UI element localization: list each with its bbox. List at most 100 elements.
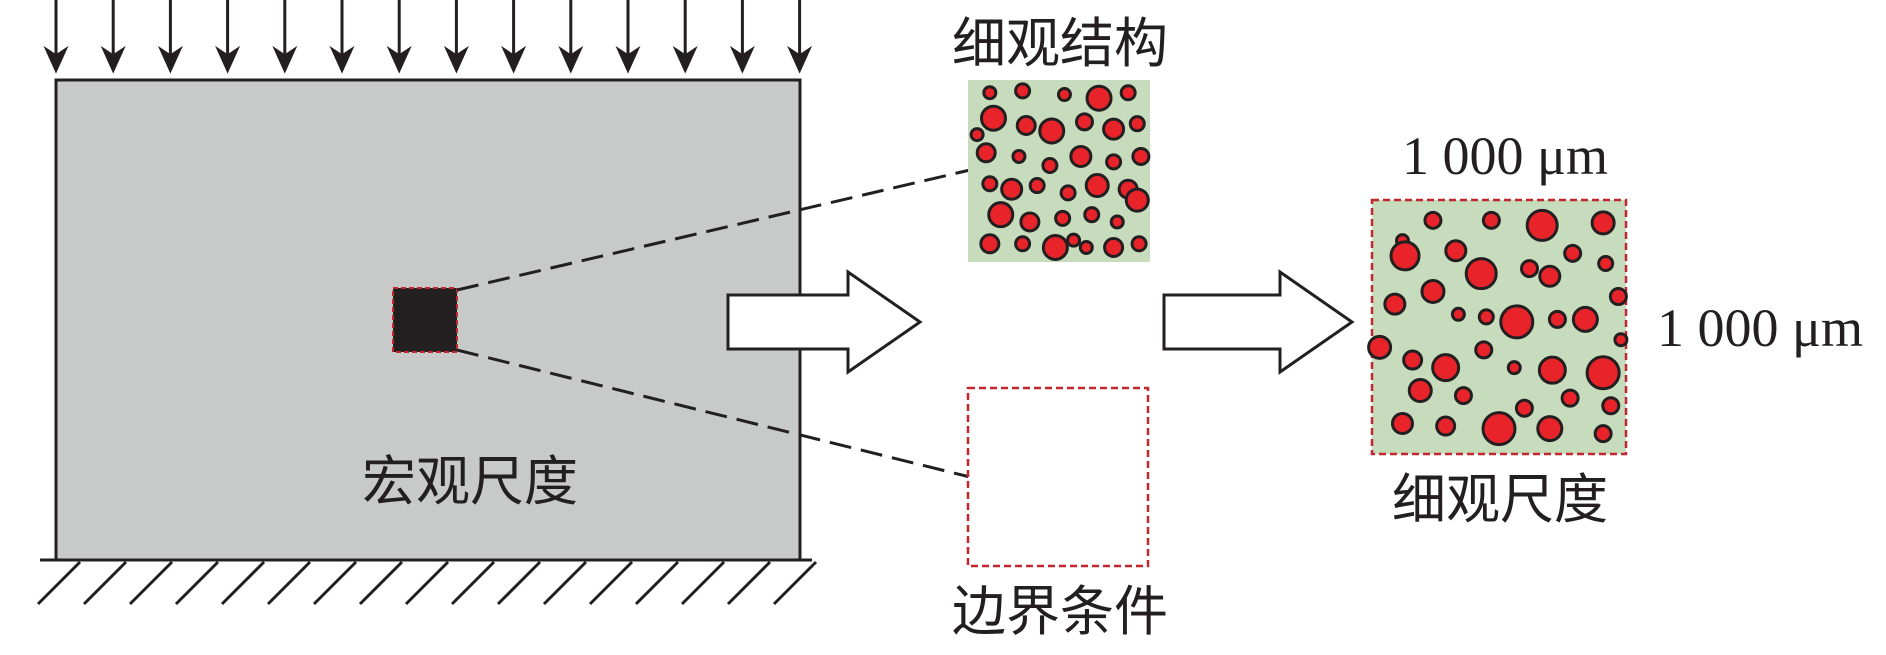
load-arrowhead: [100, 45, 126, 74]
width-dimension-label: 1 000 μm: [1402, 126, 1608, 186]
load-arrowhead: [443, 45, 469, 74]
aggregate-particle: [1124, 187, 1150, 213]
aggregate-particle: [1450, 306, 1466, 322]
support-hatch: [772, 560, 818, 606]
support-hatch: [82, 560, 128, 606]
aggregate-particle: [1383, 292, 1407, 316]
micro-scale-aggregates: [1367, 208, 1629, 447]
projection-line-upper: [456, 168, 971, 292]
aggregate-particle: [1038, 117, 1066, 145]
aggregate-particle: [1474, 340, 1494, 360]
sampled-element: [392, 287, 458, 353]
load-arrowhead: [272, 45, 298, 74]
aggregate-particle: [1011, 148, 1027, 164]
aggregate-particle: [969, 127, 985, 143]
aggregate-particle: [1571, 305, 1599, 333]
aggregate-particle: [1423, 210, 1443, 230]
macro-scale-label: 宏观尺度: [362, 450, 578, 513]
load-arrowhead: [501, 45, 527, 74]
aggregate-particle: [975, 142, 997, 164]
aggregate-particle: [1585, 355, 1621, 391]
aggregate-particle: [1056, 87, 1072, 103]
aggregate-particle: [1069, 144, 1093, 168]
aggregate-particle: [1563, 243, 1583, 263]
boundary-condition-label: 边界条件: [952, 580, 1168, 643]
support-hatch: [450, 560, 496, 606]
aggregate-particle: [1041, 157, 1059, 175]
aggregate-particle: [1074, 112, 1094, 132]
support-hatch: [634, 560, 680, 606]
micro-structure-aggregates: [969, 82, 1151, 261]
aggregate-particle: [1431, 353, 1461, 383]
aggregate-particle: [1078, 239, 1094, 255]
aggregate-particle: [1481, 411, 1517, 447]
load-arrowhead: [386, 45, 412, 74]
aggregate-particle: [981, 175, 999, 193]
aggregate-particle: [1085, 84, 1113, 112]
aggregate-particle: [1019, 211, 1041, 233]
micro-structure-label: 细观结构: [952, 12, 1168, 75]
aggregate-particle: [1593, 424, 1613, 444]
aggregate-particle: [1464, 257, 1498, 291]
aggregate-particle: [1420, 278, 1446, 304]
aggregate-particle: [1560, 388, 1580, 408]
aggregate-particle: [1367, 334, 1393, 360]
aggregate-particle: [1390, 412, 1414, 436]
aggregate-particle: [1444, 239, 1468, 263]
load-arrowhead: [672, 45, 698, 74]
load-arrowhead: [157, 45, 183, 74]
aggregate-particle: [979, 233, 1001, 255]
load-arrowhead: [329, 45, 355, 74]
aggregate-particle: [1066, 232, 1082, 248]
aggregate-particle: [1083, 206, 1101, 224]
aggregate-particle: [1389, 240, 1421, 272]
load-arrowhead: [43, 45, 69, 74]
aggregate-particle: [1435, 415, 1457, 437]
load-arrowhead: [729, 45, 755, 74]
aggregate-particle: [1028, 177, 1046, 195]
aggregate-particle: [1000, 177, 1024, 201]
height-dimension-label: 1 000 μm: [1657, 298, 1863, 358]
aggregate-particle: [1608, 287, 1628, 307]
micro-scale-label: 细观尺度: [1392, 468, 1608, 531]
aggregate-particle: [1407, 378, 1433, 403]
aggregate-particle: [987, 201, 1015, 229]
support-hatch: [726, 560, 772, 606]
aggregate-particle: [1547, 309, 1567, 329]
aggregate-particle: [1041, 233, 1069, 261]
aggregate-particle: [1119, 84, 1137, 102]
aggregate-particle: [979, 104, 1007, 132]
aggregate-particle: [1537, 355, 1567, 385]
load-arrowhead: [215, 45, 241, 74]
aggregate-particle: [1499, 304, 1535, 340]
load-arrowhead: [787, 45, 813, 74]
aggregate-particle: [1084, 173, 1110, 199]
aggregate-particle: [1105, 153, 1123, 171]
support-hatch: [220, 560, 266, 606]
aggregate-particle: [1015, 115, 1037, 136]
transition-arrow-1: [726, 269, 923, 375]
transition-arrow-2: [1162, 269, 1355, 375]
load-arrows: [43, 0, 813, 74]
aggregate-particle: [1601, 396, 1621, 416]
aggregate-particle: [982, 85, 998, 101]
aggregate-particle: [1538, 264, 1562, 288]
aggregate-particle: [1054, 209, 1072, 227]
aggregate-particle: [1477, 308, 1495, 326]
aggregate-particle: [1103, 236, 1125, 258]
load-arrowhead: [615, 45, 641, 74]
support-hatch: [588, 560, 634, 606]
aggregate-particle: [1059, 184, 1077, 202]
support-hatch: [680, 560, 726, 606]
aggregate-particle: [1536, 415, 1564, 443]
aggregate-particle: [1130, 235, 1148, 253]
aggregate-particle: [1481, 210, 1501, 230]
aggregate-particle: [1613, 332, 1629, 348]
support-hatch: [404, 560, 450, 606]
support-hatch: [36, 560, 82, 606]
aggregate-particle: [1109, 214, 1125, 230]
aggregate-particle: [1402, 349, 1424, 371]
support-hatch: [542, 560, 588, 606]
aggregate-particle: [1128, 115, 1146, 133]
